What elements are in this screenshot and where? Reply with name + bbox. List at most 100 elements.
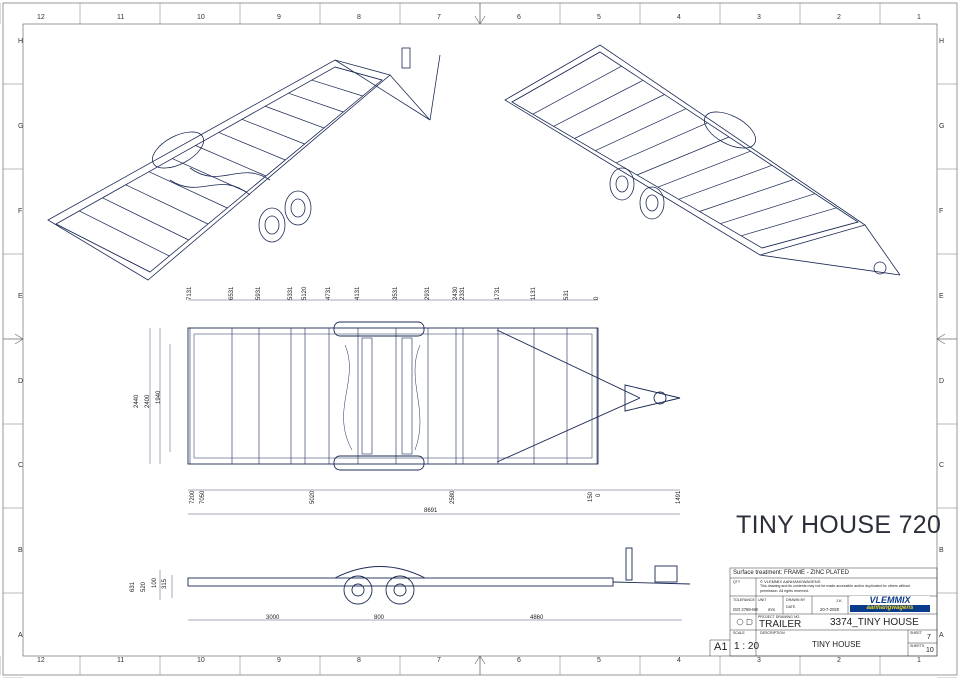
dim-bottom-3: 5020: [310, 490, 316, 504]
top-view: [149, 299, 681, 515]
iso-right-crossbars: [511, 51, 859, 249]
sheet-label: SHEET: [910, 631, 922, 635]
top-view-crossbars: [189, 328, 598, 464]
grid-row-label-right: B: [939, 547, 944, 554]
date-value: 20-7-2020: [820, 607, 840, 612]
isometric-view-left: [47, 47, 441, 281]
grid-column-label-top: 7: [437, 14, 441, 21]
crossbar: [678, 165, 773, 200]
grid-row-label-left: A: [18, 632, 23, 639]
crossbar: [574, 94, 665, 139]
dim-top-9: 2430: [453, 286, 459, 300]
dim-side-v-3: 100: [152, 577, 158, 588]
dim-side-h-1: 800: [374, 615, 385, 621]
crossbar: [595, 108, 687, 151]
dim-bottom-6: 0: [596, 493, 602, 497]
scale-label: SCALE: [733, 631, 745, 635]
description-value: TINY HOUSE: [812, 640, 861, 649]
crossbar: [288, 92, 344, 113]
grid-row-label-right: C: [939, 462, 945, 469]
grid-column-label-top: 4: [677, 14, 681, 21]
grid-ticks: [0, 3, 957, 679]
crossbar: [334, 66, 383, 81]
copyright-text: © VLEMMIX AANHANGWAGENS: [760, 579, 821, 584]
grid-column-label-bottom: 10: [197, 657, 205, 664]
crossbar: [195, 145, 267, 177]
dim-left-1: 2400: [145, 394, 151, 408]
dim-top-5: 4731: [326, 286, 332, 300]
grid-column-label-bottom: 8: [357, 657, 361, 664]
grid-column-label-bottom: 11: [117, 657, 125, 664]
crossbar: [125, 184, 209, 225]
crossbar: [532, 65, 622, 115]
grid-column-label-bottom: 3: [757, 657, 761, 664]
dim-top-12: 1131: [531, 287, 537, 300]
vlemmix-logo: VLEMMIX: [850, 596, 930, 605]
grid-column-label-top: 8: [357, 14, 361, 21]
grid-row-label-right: G: [939, 123, 945, 130]
crossbar: [265, 105, 325, 129]
project-value: TRAILER: [759, 619, 802, 630]
grid-column-label-top: 6: [517, 14, 521, 21]
crossbar: [55, 223, 151, 273]
tolerance-label: TOLERANCE: [733, 598, 755, 602]
grid-column-label-bottom: 7: [437, 657, 441, 664]
vlemmix-logo-subtitle: aanhangwagens: [850, 605, 930, 612]
crossbar: [636, 136, 730, 176]
grid-row-label-right: E: [939, 293, 944, 300]
crossbar: [720, 193, 816, 225]
crossbar: [741, 207, 837, 237]
grid-row-label-left: E: [18, 293, 23, 300]
grid-column-label-bottom: 12: [37, 657, 45, 664]
dim-side-h-2: 4860: [530, 615, 544, 621]
dim-top-6: 4131: [355, 286, 361, 300]
unit-value: mm: [768, 607, 775, 612]
drawn-by-value: J.K.: [836, 598, 843, 603]
drawn-by-label: DRAWN BY: [786, 598, 806, 602]
dim-top-10: 2331: [460, 286, 466, 300]
drawing-number: 3374_TINY HOUSE: [830, 617, 919, 628]
grid-column-label-top: 1: [917, 14, 921, 21]
crossbar: [102, 197, 189, 241]
crossbar: [761, 221, 859, 249]
grid-column-label-top: 10: [197, 14, 205, 21]
iso-left-crossbars: [55, 66, 383, 273]
tolerance-value: ISO 2768-MK: [733, 607, 759, 612]
crossbar: [79, 210, 170, 257]
unit-label: UNIT: [758, 598, 767, 602]
side-view: [159, 547, 691, 621]
grid-column-label-top: 5: [597, 14, 601, 21]
paper-format: A1: [714, 641, 728, 653]
grid-row-label-right: A: [939, 632, 944, 639]
scale-value: 1 : 20: [734, 641, 760, 652]
crossbar: [616, 122, 708, 164]
drawing-title: TINY HOUSE 720: [736, 511, 942, 539]
dim-top-8: 2931: [425, 286, 431, 300]
grid-column-label-bottom: 1: [917, 657, 921, 664]
dim-bottom-7: 1491: [676, 490, 682, 504]
dim-top-11: 1731: [495, 286, 501, 300]
grid-column-label-top: 11: [117, 14, 125, 21]
dim-side-v-0: 631: [130, 581, 136, 592]
crossbar: [553, 80, 644, 127]
date-label: DATE: [786, 605, 796, 609]
dim-top-7: 3531: [393, 286, 399, 300]
dim-top-3: 5331: [288, 286, 294, 300]
dim-bottom-2: 7050: [200, 490, 206, 504]
crossbar: [148, 171, 228, 209]
grid-row-label-left: C: [18, 462, 24, 469]
grid-column-label-top: 9: [277, 14, 281, 21]
crossbar: [511, 51, 601, 103]
grid-row-label-left: H: [18, 38, 24, 45]
grid-row-label-right: F: [939, 208, 944, 215]
sheet-value: 7: [927, 634, 931, 641]
isometric-view-right: [504, 44, 901, 276]
description-label: DESCRIPTION: [760, 631, 785, 635]
grid-row-label-left: B: [18, 547, 23, 554]
grid-column-label-bottom: 4: [677, 657, 681, 664]
grid-row-label-left: D: [18, 378, 24, 385]
dim-top-2: 5931: [256, 286, 262, 300]
dim-total-length: 8691: [424, 508, 438, 514]
